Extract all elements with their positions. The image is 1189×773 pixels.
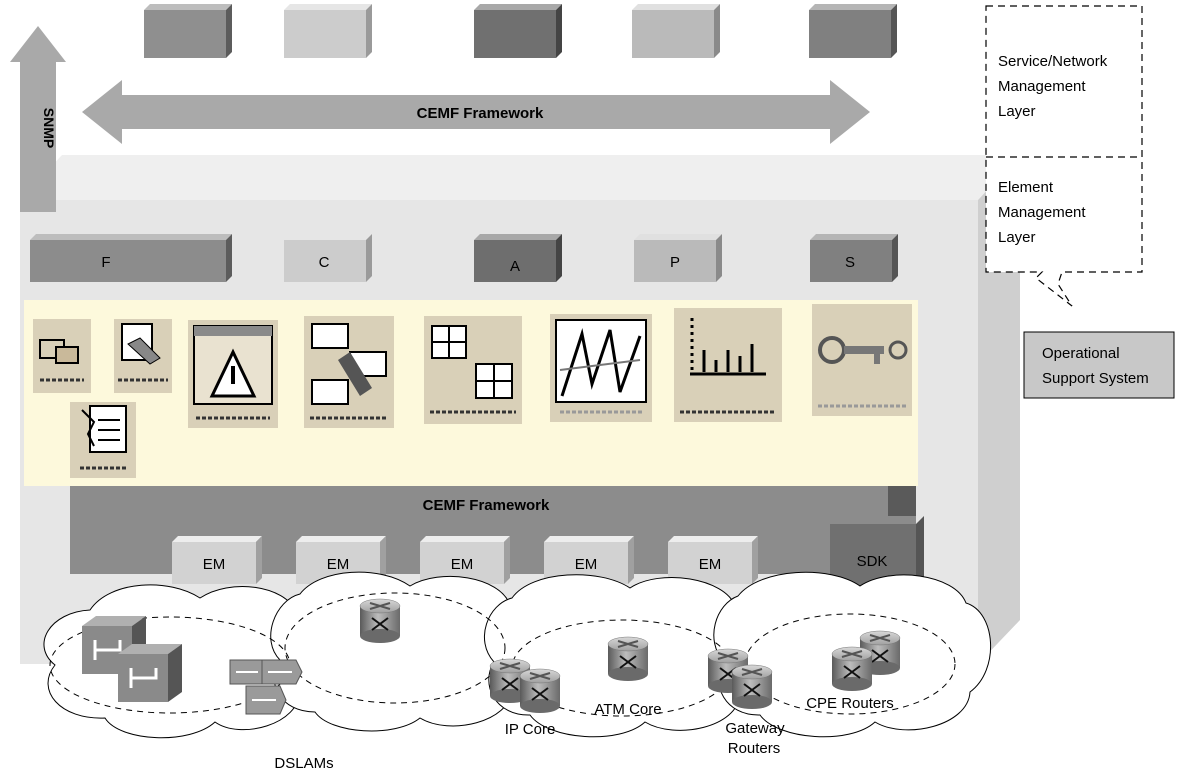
service-label-p: P xyxy=(670,254,680,271)
app-icon-2 xyxy=(114,319,172,393)
network-labels: DSLAMs IP Core ATM Core Gateway Routers … xyxy=(274,695,893,772)
router-icon-atm-core xyxy=(607,636,649,682)
operational-support-system-box: Operational Support System xyxy=(1023,331,1175,399)
top-box-5 xyxy=(809,4,897,58)
inner-framework-label: CEMF Framework xyxy=(423,497,550,514)
em-modules: EM EM EM EM EM xyxy=(172,536,758,584)
label-ip-core: IP Core xyxy=(505,721,556,738)
router-icon-cpe-2 xyxy=(831,646,873,692)
label-gateway-routers-1: Gateway xyxy=(725,720,785,737)
snmp-arrow: SNMP xyxy=(10,26,66,212)
service-label-a: A xyxy=(510,258,520,275)
service-label-c: C xyxy=(319,254,330,271)
svg-text:Management: Management xyxy=(998,78,1086,95)
dslam-switch-icon-1 xyxy=(82,616,146,674)
top-box-4 xyxy=(632,4,720,58)
fcaps-modules: F C A P S xyxy=(30,234,898,282)
em-label-3: EM xyxy=(451,556,474,573)
service-module-s: S xyxy=(810,234,898,282)
service-network-layer-label: Service/Network Management Layer xyxy=(998,53,1108,120)
app-icon-6 xyxy=(424,316,522,424)
dslam-domain-ring-2 xyxy=(284,592,506,704)
svg-text:Service/Network: Service/Network xyxy=(998,53,1108,70)
top-box-2 xyxy=(284,4,372,58)
service-label-f: F xyxy=(101,254,110,271)
app-icon-4 xyxy=(188,320,278,428)
oss-label-2: Support System xyxy=(1042,370,1149,387)
svg-text:Layer: Layer xyxy=(998,229,1036,246)
top-box-1 xyxy=(144,4,232,58)
em-label-4: EM xyxy=(575,556,598,573)
app-icon-1 xyxy=(33,319,91,393)
service-module-a: A xyxy=(474,234,562,282)
em-module-1: EM xyxy=(172,536,262,584)
svg-text:Management: Management xyxy=(998,204,1086,221)
layer-callout: Service/Network Management Layer Element… xyxy=(985,5,1143,307)
app-icon-5 xyxy=(304,316,394,428)
router-icon-dslam xyxy=(359,598,401,644)
oss-label-1: Operational xyxy=(1042,345,1120,362)
em-label-2: EM xyxy=(327,556,350,573)
top-framework-label: CEMF Framework xyxy=(417,105,544,122)
em-label-1: EM xyxy=(203,556,226,573)
em-module-5: EM xyxy=(668,536,758,584)
label-dslams: DSLAMs xyxy=(274,755,333,772)
sdk-label: SDK xyxy=(857,553,888,570)
element-layer-label: Element Management Layer xyxy=(998,179,1086,246)
dslam-icon xyxy=(229,659,303,715)
top-box-3 xyxy=(474,4,562,58)
network-devices xyxy=(82,598,901,715)
cpe-domain-ring xyxy=(744,613,956,715)
service-module-f: F xyxy=(30,234,232,282)
app-icon-8 xyxy=(674,308,782,422)
label-gateway-routers-2: Routers xyxy=(728,740,781,757)
svg-text:Layer: Layer xyxy=(998,103,1036,120)
dslam-switch-icon-2 xyxy=(118,644,182,702)
label-cpe-routers: CPE Routers xyxy=(806,695,894,712)
router-icon-ip-core-2 xyxy=(519,668,561,714)
service-module-c: C xyxy=(284,234,372,282)
label-atm-core: ATM Core xyxy=(594,701,661,718)
em-module-3: EM xyxy=(420,536,510,584)
snmp-label: SNMP xyxy=(41,108,57,148)
service-label-s: S xyxy=(845,254,855,271)
app-icon-7 xyxy=(550,314,652,422)
application-icon-strip xyxy=(24,300,918,486)
app-icon-3 xyxy=(70,402,136,478)
router-icon-gateway-2 xyxy=(731,664,773,710)
em-label-5: EM xyxy=(699,556,722,573)
svg-text:Element: Element xyxy=(998,179,1054,196)
service-module-p: P xyxy=(634,234,722,282)
app-icon-9 xyxy=(812,304,912,416)
top-framework-arrow: CEMF Framework xyxy=(82,80,870,144)
top-application-boxes xyxy=(144,4,897,58)
